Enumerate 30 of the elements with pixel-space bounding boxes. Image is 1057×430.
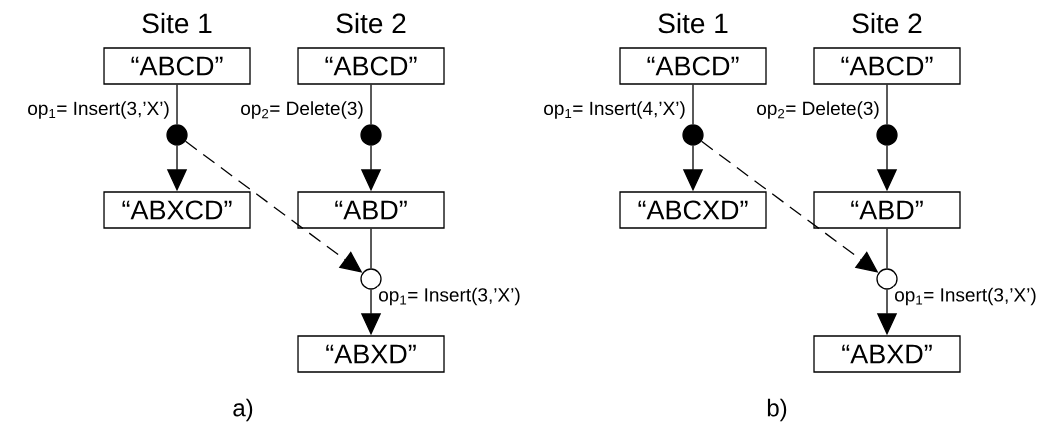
edge-label: op$_{1}$= Insert(3,’X’) xyxy=(377,286,522,307)
filled-dot xyxy=(166,124,188,146)
filled-dot xyxy=(682,124,704,146)
edge-label: op$_{1}$= Insert(3,’X’) xyxy=(893,286,1038,307)
edge-label: op$_{1}$= Insert(3,’X’) xyxy=(26,100,171,120)
edge-label: op$_{2}$= Delete(3) xyxy=(755,100,881,120)
edge-label: op$_{2}$= Delete(3) xyxy=(239,100,365,120)
panel-label: b) xyxy=(767,398,787,422)
open-circle xyxy=(360,268,382,290)
string-box: “ABCD” xyxy=(103,47,251,85)
connector-line xyxy=(370,228,372,269)
string-box: “ABD” xyxy=(297,191,445,229)
string-box: “ABXCD” xyxy=(103,191,251,229)
edge-label: op$_{1}$= Insert(4,’X’) xyxy=(542,100,687,120)
connector-line xyxy=(692,84,694,125)
string-box: “ABCXD” xyxy=(619,191,767,229)
string-box: “ABCD” xyxy=(813,47,961,85)
connector-line xyxy=(886,84,888,125)
panel-label: a) xyxy=(233,398,253,422)
filled-dot xyxy=(360,124,382,146)
connector-line xyxy=(370,84,372,125)
filled-dot xyxy=(876,124,898,146)
connector-line xyxy=(176,84,178,125)
string-box: “ABXD” xyxy=(297,335,445,373)
string-box: “ABD” xyxy=(813,191,961,229)
connector-line xyxy=(886,228,888,269)
open-circle xyxy=(876,268,898,290)
string-box: “ABCD” xyxy=(297,47,445,85)
string-box: “ABCD” xyxy=(619,47,767,85)
string-box: “ABXD” xyxy=(813,335,961,373)
